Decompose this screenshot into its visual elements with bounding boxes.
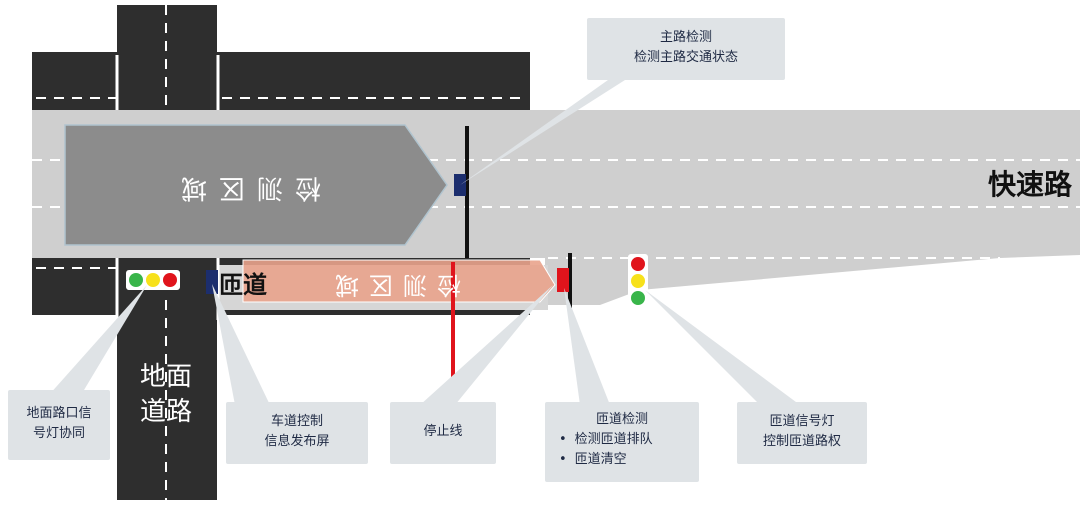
- ramp-zone-label: 检测区域: [325, 271, 461, 299]
- callout-intersection-signal: 地面路口信 号灯协同: [8, 390, 110, 460]
- callout-ramp-detection-bullet: 检测匝道排队: [559, 430, 699, 450]
- callout-mainline-desc: 检测主路交通状态: [633, 50, 738, 65]
- pointer-ramp-detection: [564, 288, 610, 405]
- callout-lane-control: 车道控制 信息发布屏: [226, 402, 368, 464]
- pointer-lane-control: [212, 284, 270, 405]
- callout-mainline-title: 主路检测: [659, 30, 712, 45]
- callout-intersection-line2: 号灯协同: [32, 426, 85, 441]
- ramp-traffic-light: [628, 254, 648, 310]
- callout-ramp-detection-title: 匝道检测: [595, 412, 648, 427]
- surface-road-top-horizontal: [32, 52, 530, 112]
- intersection-traffic-light: [126, 270, 180, 290]
- callout-ramp-detection-bullet: 匝道清空: [559, 450, 699, 470]
- lane-control-sign: [206, 270, 218, 294]
- callout-stop-line-label: 停止线: [423, 424, 463, 439]
- ramp-label: 匝道: [219, 271, 267, 299]
- surface-road-label-line2: 道路: [140, 397, 192, 427]
- expressway-label: 快速路: [988, 168, 1073, 201]
- callout-lane-control-line2: 信息发布屏: [264, 434, 330, 449]
- callout-stop-line: 停止线: [390, 402, 496, 464]
- callout-ramp-signal-line2: 控制匝道路权: [762, 434, 841, 449]
- surface-road-label-line1: 地面: [140, 362, 192, 392]
- callout-ramp-detection: 匝道检测 检测匝道排队 匝道清空: [545, 402, 699, 482]
- ramp-detector: [557, 268, 569, 292]
- callout-ramp-detection-list: 检测匝道排队 匝道清空: [559, 430, 699, 470]
- pointer-ramp-signal: [645, 290, 800, 405]
- pointer-intersection: [40, 285, 147, 405]
- callout-ramp-signal: 匝道信号灯 控制匝道路权: [737, 402, 867, 464]
- mainline-zone-label: 检测区域: [169, 173, 321, 203]
- mainline-detection-zone: [64, 124, 448, 246]
- pointer-stop-line: [420, 285, 553, 405]
- callout-mainline-detection: 主路检测 检测主路交通状态: [587, 18, 785, 80]
- callout-ramp-signal-line1: 匝道信号灯: [769, 414, 835, 429]
- callout-lane-control-line1: 车道控制: [270, 414, 323, 429]
- pointer-mainline-detection: [460, 80, 625, 185]
- callout-intersection-line1: 地面路口信: [26, 406, 92, 421]
- ramp-detection-zone: [242, 259, 556, 303]
